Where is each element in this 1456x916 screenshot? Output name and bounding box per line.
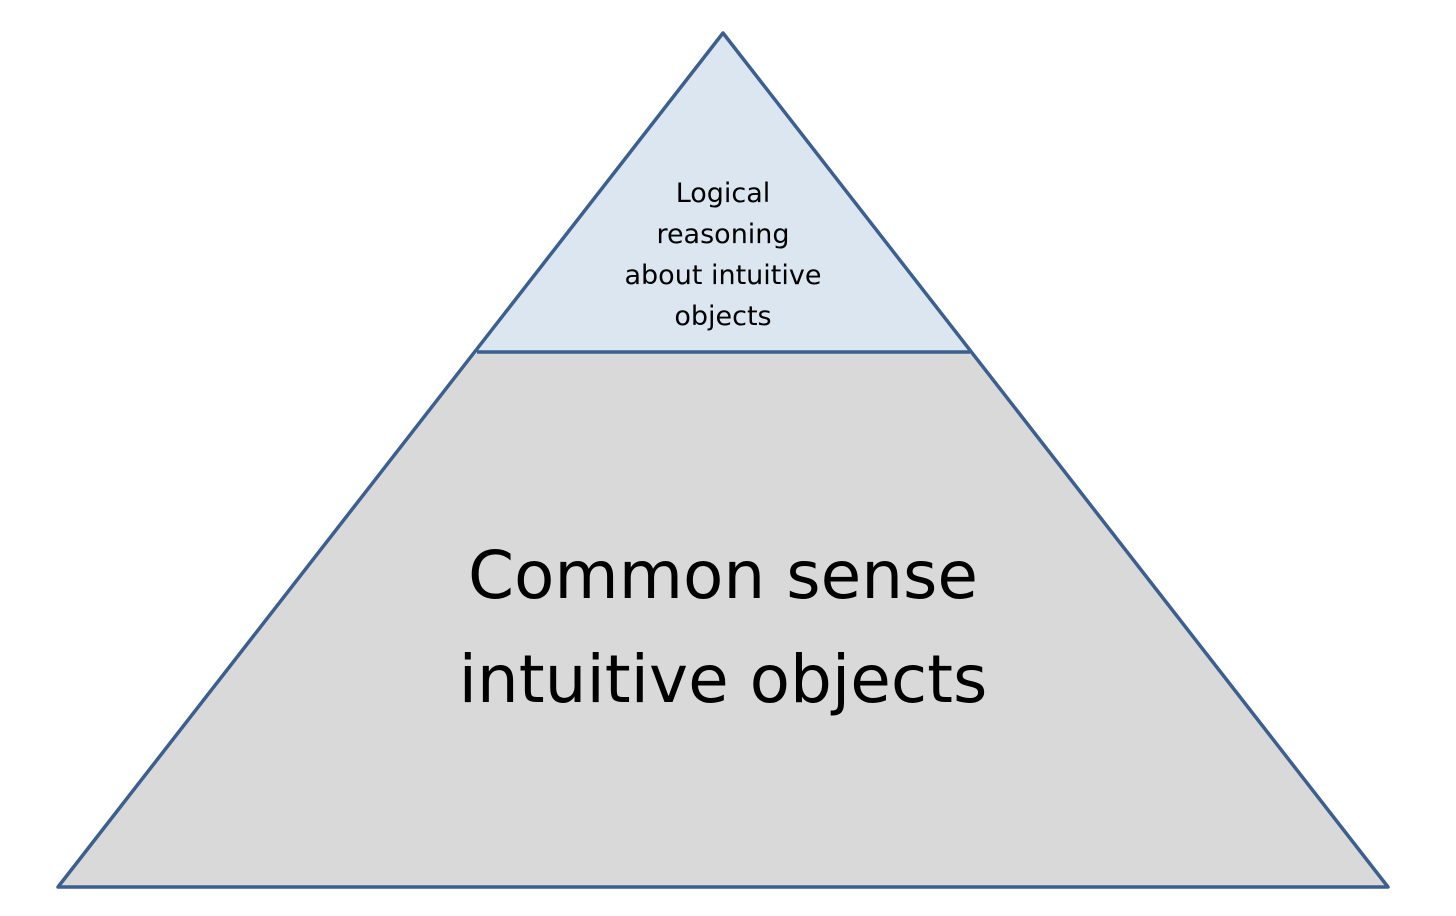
- bottom-tier-line-1: Common sense: [468, 537, 978, 614]
- pyramid-tier-bottom: [58, 352, 1388, 887]
- top-tier-label: Logical reasoning about intuitive object…: [625, 178, 822, 332]
- bottom-tier-line-2: intuitive objects: [459, 641, 988, 718]
- top-tier-line-4: objects: [674, 301, 771, 332]
- pyramid-outline: [56, 31, 1390, 889]
- pyramid-tier-top: [477, 33, 970, 352]
- bottom-tier-label: Common sense intuitive objects: [459, 537, 988, 718]
- top-tier-line-3: about intuitive: [625, 260, 822, 291]
- top-tier-line-1: Logical: [676, 178, 771, 209]
- top-tier-line-2: reasoning: [656, 219, 789, 250]
